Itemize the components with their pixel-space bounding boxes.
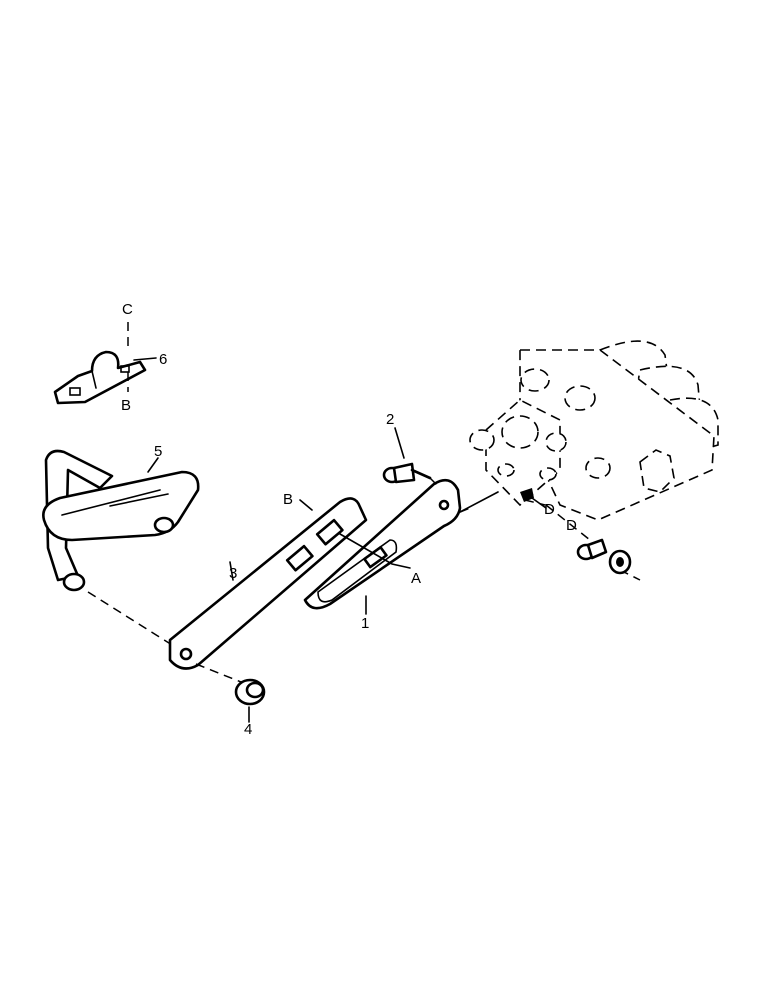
clevis-pin-part-2: [382, 427, 439, 487]
callout-ref-c: C: [122, 301, 133, 318]
clip-part-6: [53, 322, 157, 405]
callout-part-5: 5: [154, 443, 162, 460]
callout-ref-b-clip: B: [121, 397, 131, 414]
callout-part-3: 3: [229, 565, 237, 582]
control-valve-ghost: [469, 340, 719, 581]
callout-part-6: 6: [159, 351, 167, 368]
assembly-line-lever-to-bushing: [195, 663, 247, 685]
valve-clip: [520, 488, 547, 509]
bushing-part-4: [234, 678, 266, 723]
lever-part-1: [303, 478, 462, 615]
callout-ref-d-upper: D: [544, 501, 555, 518]
valve-pin-and-washer: [576, 538, 632, 575]
assembly-line-pedal-to-lever: [87, 591, 181, 651]
callout-ref-a: A: [411, 570, 421, 587]
callout-part-2: 2: [386, 411, 394, 428]
callout-ref-b-lever: B: [283, 491, 293, 508]
callout-part-1: 1: [361, 615, 369, 632]
lever-part-3: [168, 497, 368, 670]
callout-part-4: 4: [244, 721, 252, 738]
pedal-part-5: [42, 449, 200, 592]
callout-ref-d-lower: D: [566, 517, 577, 534]
